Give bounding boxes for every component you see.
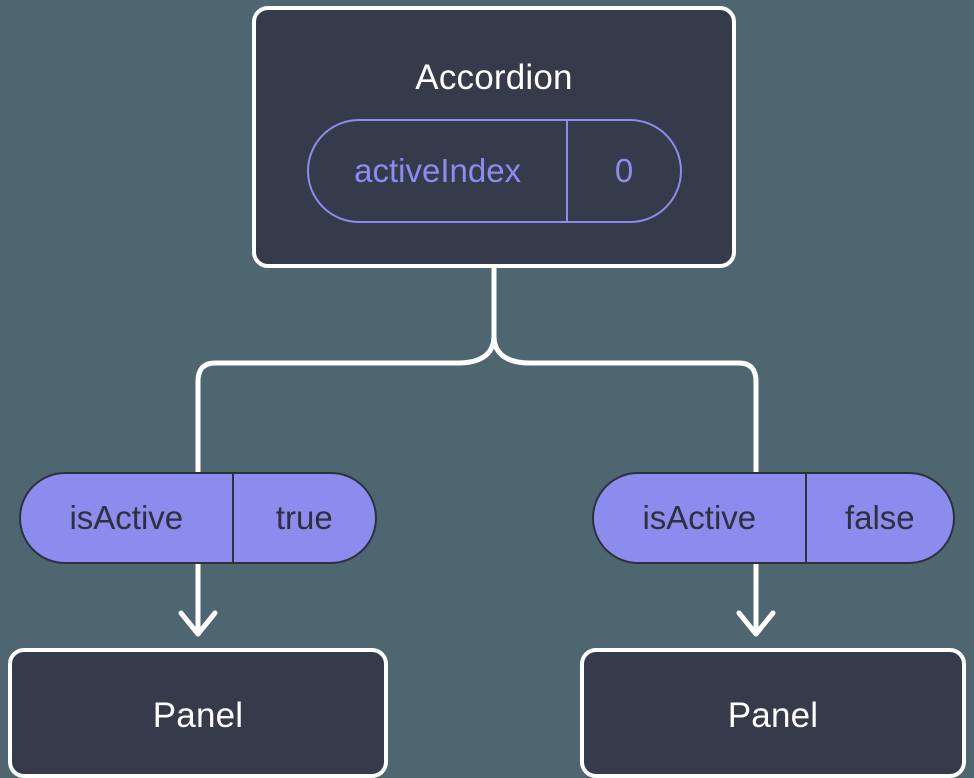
state-pill-isactive-false-key: isActive xyxy=(642,499,757,536)
node-panel-left[interactable]: Panel xyxy=(8,648,388,778)
wire-arrow-left-head xyxy=(178,610,218,637)
node-panel-right-title: Panel xyxy=(727,696,819,735)
state-pill-isactive-false-value: false xyxy=(804,474,953,562)
state-pill-activeindex-value: 0 xyxy=(566,121,680,221)
wire-arrow-right-head xyxy=(736,610,776,637)
node-panel-right[interactable]: Panel xyxy=(580,648,966,778)
wire-split-left xyxy=(195,333,497,475)
state-pill-isactive-true[interactable]: isActive true xyxy=(19,472,377,564)
state-pill-activeindex-key: activeIndex xyxy=(354,152,522,189)
wire-split-right xyxy=(491,333,759,475)
node-accordion-title: Accordion xyxy=(415,58,573,97)
state-pill-activeindex[interactable]: activeIndex 0 xyxy=(307,119,682,223)
state-pill-isactive-false[interactable]: isActive false xyxy=(592,472,955,564)
state-pill-isactive-true-key: isActive xyxy=(69,499,184,536)
state-pill-isactive-true-value: true xyxy=(231,474,375,562)
node-panel-left-title: Panel xyxy=(152,696,244,735)
